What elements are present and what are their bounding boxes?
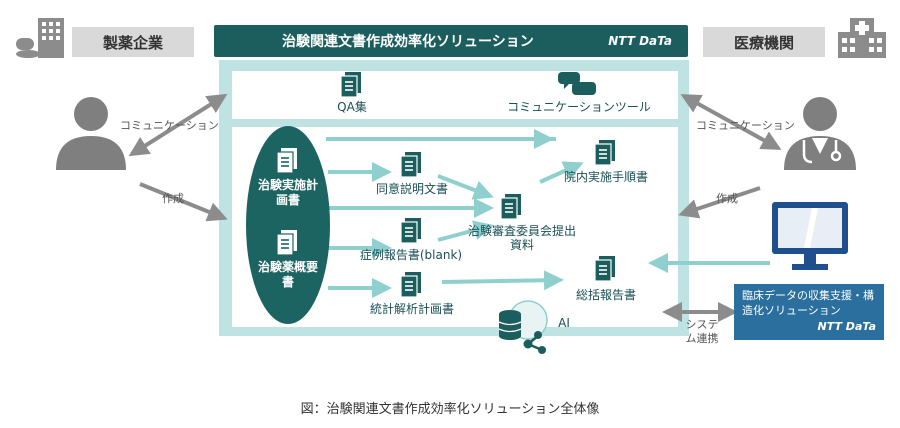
hospital-building-icon [838, 18, 886, 58]
doctor-person-icon [784, 97, 856, 170]
solution-title: 治験関連文書作成効率化ソリューション [282, 34, 534, 50]
data-collection-solution-box: 臨床データの収集支援・構造化ソリューション NTT DaTa [734, 284, 884, 340]
brochure-document-icon [276, 230, 297, 256]
left-communication-label: コミュニケーション [120, 119, 219, 132]
data-collection-solution-title: 臨床データの収集支援・構造化ソリューション [742, 289, 874, 317]
solution-brand-logo: NTT DaTa [817, 320, 876, 333]
pharma-header: 製薬企業 [72, 27, 194, 57]
solution-header: 治験関連文書作成効率化ソリューション NTT DaTa [214, 25, 688, 57]
case-report-document-icon [400, 218, 421, 244]
stats-plan-document-icon [400, 272, 421, 298]
case-report-label: 症例報告書(blank) [359, 248, 463, 262]
protocol-document-icon [276, 148, 297, 174]
stats-plan-label: 統計解析計画書 [369, 302, 454, 316]
consent-label: 同意説明文書 [375, 182, 448, 196]
brochure-label: 治験薬概要書 [257, 260, 318, 289]
communication-tool-label: コミュニケーションツール [507, 100, 651, 114]
consent-document-icon [400, 152, 421, 178]
right-create-label: 作成 [716, 192, 738, 205]
header-brand-logo: NTT DaTa [608, 34, 672, 48]
hospital-procedure-document-icon [594, 140, 615, 166]
monitor-icon [772, 202, 848, 270]
figure-caption: 図：治験関連文書作成効率化ソリューション全体像 [300, 402, 600, 417]
hospital-header: 医療機関 [703, 27, 825, 57]
system-link-label: システム連携 [685, 318, 719, 345]
irb-submission-label: 治験審査委員会提出資料 [468, 224, 577, 252]
qa-label: QA集 [337, 100, 367, 114]
pharma-building-icon [16, 18, 64, 58]
hospital-procedure-label: 院内実施手順書 [563, 170, 648, 184]
ai-database-icon [498, 300, 548, 354]
summary-report-document-icon [594, 256, 615, 282]
pharma-person-icon [56, 97, 126, 170]
left-create-label: 作成 [162, 192, 184, 205]
qa-document-icon [340, 72, 361, 98]
right-communication-label: コミュニケーション [696, 119, 795, 132]
protocol-label: 治験実施計画書 [257, 178, 318, 207]
chat-bubbles-icon [558, 72, 596, 95]
hospital-title: 医療機関 [733, 33, 794, 52]
pharma-title: 製薬企業 [102, 33, 163, 52]
ai-label: AI [558, 316, 570, 330]
summary-report-label: 総括報告書 [575, 288, 636, 302]
irb-submission-document-icon [500, 194, 521, 220]
tools-area [232, 71, 678, 119]
